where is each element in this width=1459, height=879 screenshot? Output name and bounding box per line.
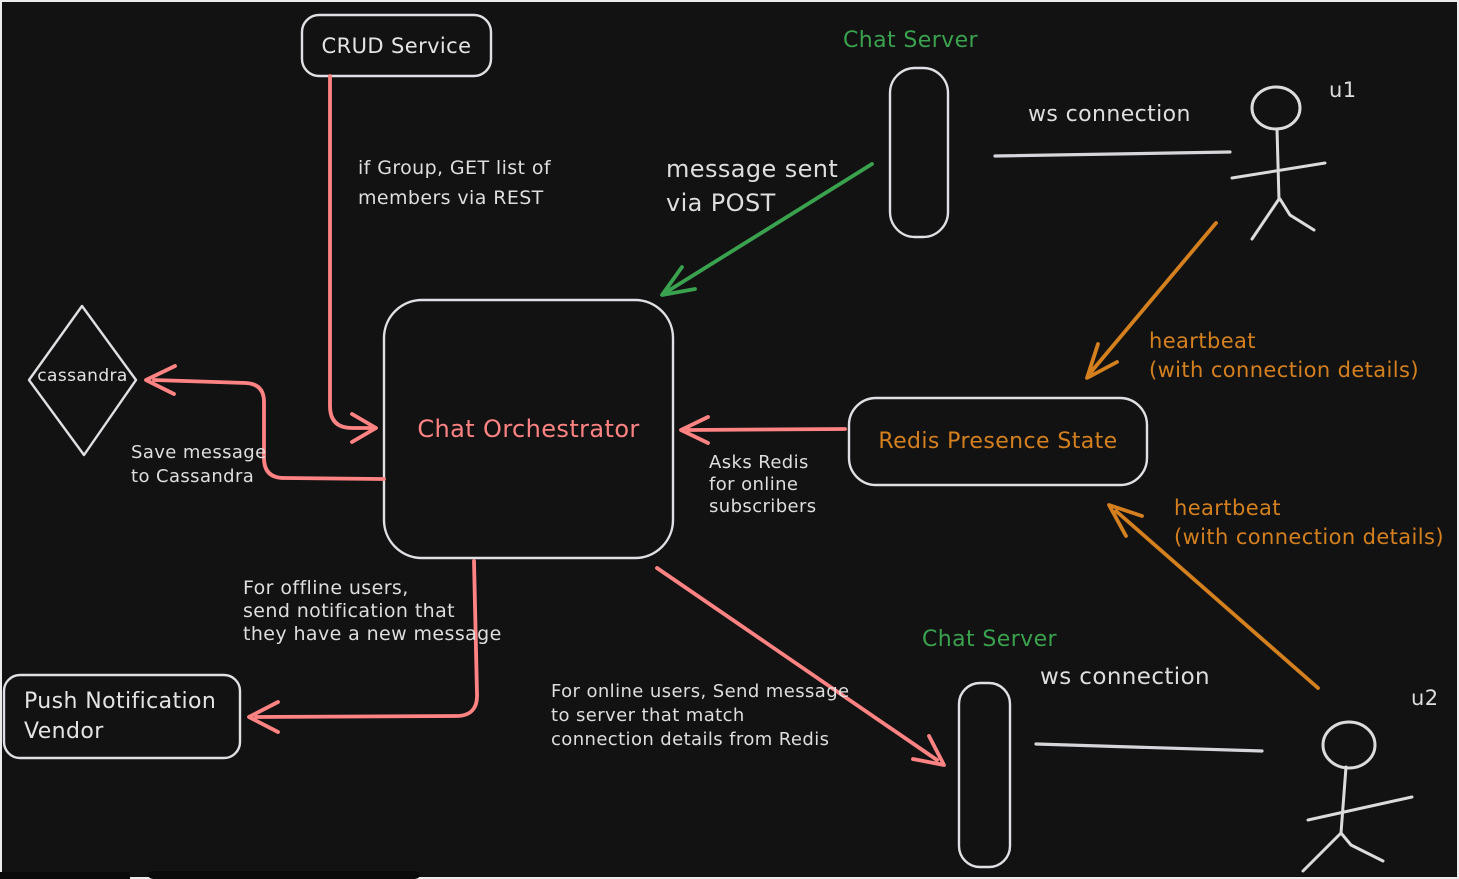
u1-right-leg	[1278, 197, 1316, 232]
note-crud-rest[interactable]: if Group, GET list of members via REST	[358, 157, 551, 209]
u1-body	[1275, 127, 1281, 202]
cassandra-diamond[interactable]	[27, 304, 138, 457]
bottom-toolbar-edge-left[interactable]	[0, 872, 130, 879]
arrow-chat-server-to-orchestrator[interactable]	[660, 162, 874, 297]
u1-arms	[1230, 161, 1327, 180]
arrow-orchestrator-to-cassandra[interactable]	[144, 364, 386, 481]
note-post-message[interactable]: message sent via POST	[666, 155, 839, 217]
arrow-line	[1089, 221, 1218, 374]
chat-server-bottom-label[interactable]: Chat Server	[922, 627, 1057, 652]
u1-left-leg	[1250, 197, 1281, 241]
ws-connection-line-top[interactable]	[993, 150, 1232, 158]
redis-presence-label[interactable]: Redis Presence State	[878, 429, 1118, 454]
u2-right-leg	[1339, 831, 1385, 863]
push-vendor-box[interactable]	[2, 673, 242, 760]
arrowhead-icon	[144, 364, 177, 396]
arrowhead-icon	[350, 412, 378, 444]
arrow-crud-to-orchestrator[interactable]	[328, 74, 378, 444]
chat-server-top-label[interactable]: Chat Server	[843, 28, 978, 53]
arrow-line	[1114, 509, 1320, 690]
stick-figure-u2[interactable]	[1301, 720, 1414, 873]
crud-service-label[interactable]: CRUD Service	[321, 33, 472, 58]
note-heartbeat-bottom[interactable]: heartbeat (with connection details)	[1174, 496, 1444, 549]
u1-label[interactable]: u1	[1329, 78, 1357, 102]
u2-head	[1321, 720, 1377, 770]
u1-head	[1250, 85, 1302, 131]
u2-arms	[1306, 795, 1414, 822]
arrowhead-icon	[660, 265, 697, 297]
ws-connection-line-bottom[interactable]	[1034, 742, 1264, 753]
stick-figure-u1[interactable]	[1230, 85, 1327, 241]
note-online-users[interactable]: For online users, Send message to server…	[551, 681, 850, 750]
arrow-u2-heartbeat-to-redis[interactable]	[1107, 503, 1320, 690]
u2-label[interactable]: u2	[1411, 686, 1439, 710]
cassandra-label[interactable]: cassandra	[37, 366, 128, 386]
arrow-line	[152, 378, 386, 481]
push-vendor-label[interactable]: Push Notification Vendor	[24, 688, 217, 744]
chat-server-top-box[interactable]	[888, 66, 950, 239]
note-asks-redis[interactable]: Asks Redis for online subscribers	[709, 452, 817, 517]
arrow-orchestrator-to-chat-server-bottom[interactable]	[655, 566, 946, 767]
chat-server-bottom-box[interactable]	[957, 681, 1012, 869]
u2-body	[1339, 765, 1348, 835]
arrowhead-icon	[247, 700, 280, 734]
arrow-line	[666, 162, 874, 293]
arrow-line	[655, 566, 939, 762]
arrowhead-icon	[679, 415, 710, 445]
arrow-line	[254, 559, 479, 719]
arrow-line	[328, 74, 373, 430]
note-save-cassandra[interactable]: Save message to Cassandra	[131, 442, 267, 487]
arrowhead-icon	[1107, 503, 1144, 538]
arrow-orchestrator-to-push-vendor[interactable]	[247, 559, 479, 734]
arrowhead-icon	[911, 734, 946, 767]
arrow-line	[686, 427, 847, 432]
crud-service-box[interactable]	[300, 13, 493, 78]
chat-orchestrator-box[interactable]	[382, 298, 675, 560]
bottom-toolbar-edge-right[interactable]	[148, 871, 420, 879]
note-offline-users[interactable]: For offline users, send notification tha…	[243, 577, 502, 645]
arrow-u1-heartbeat-to-redis[interactable]	[1085, 221, 1218, 380]
chat-orchestrator-label[interactable]: Chat Orchestrator	[417, 415, 640, 443]
redis-presence-box[interactable]	[847, 396, 1149, 487]
arrowhead-icon	[1085, 342, 1119, 380]
note-ws-connection-bottom[interactable]: ws connection	[1040, 664, 1211, 690]
arrow-redis-to-orchestrator[interactable]	[679, 415, 847, 445]
note-ws-connection-top[interactable]: ws connection	[1028, 102, 1191, 127]
u2-left-leg	[1301, 831, 1343, 873]
note-heartbeat-top[interactable]: heartbeat (with connection details)	[1149, 329, 1419, 382]
